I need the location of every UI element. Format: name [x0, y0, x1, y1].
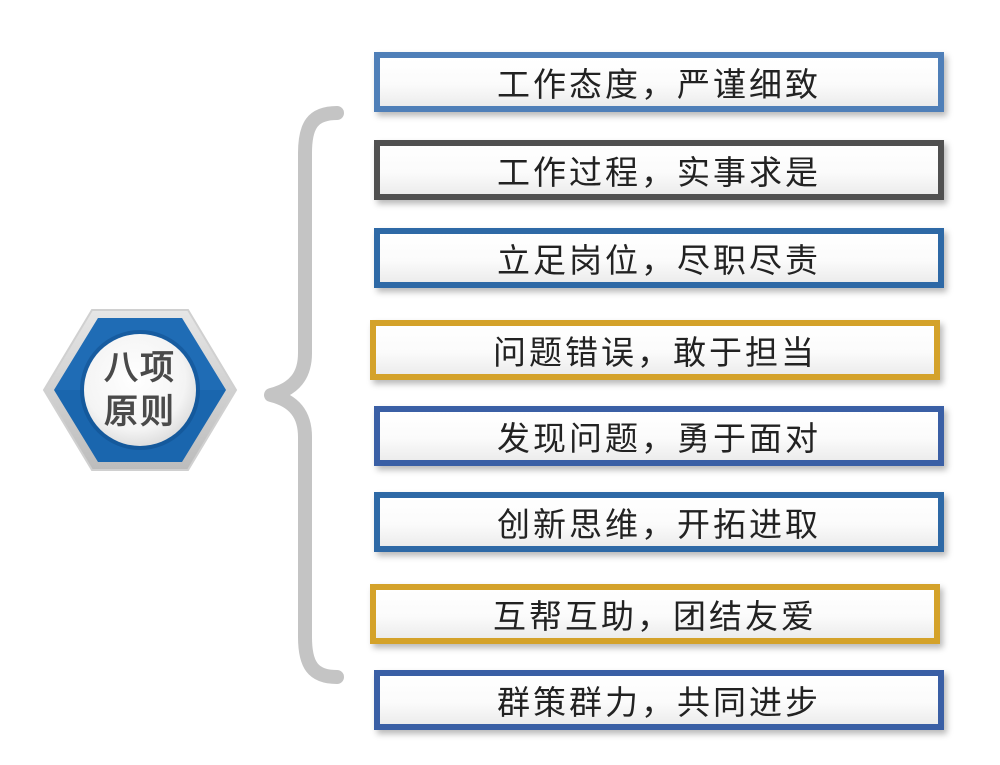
- center-hub: 八项 原则: [40, 300, 240, 480]
- hub-title-line1: 八项: [104, 348, 176, 388]
- principle-item-6: 创新思维，开拓进取: [374, 492, 944, 552]
- principle-label: 工作态度，严谨细致: [497, 65, 821, 104]
- principle-label: 互帮互助，团结友爱: [493, 597, 817, 636]
- principle-item-3: 立足岗位，尽职尽责: [374, 228, 944, 288]
- curly-brace-icon: [264, 106, 344, 684]
- principle-item-8: 群策群力，共同进步: [374, 670, 944, 730]
- principle-item-1: 工作态度，严谨细致: [374, 52, 944, 112]
- hexagon-badge-icon: [42, 309, 238, 471]
- principle-item-2: 工作过程，实事求是: [374, 140, 944, 200]
- principle-label: 立足岗位，尽职尽责: [497, 241, 821, 280]
- hub-title-line2: 原则: [104, 392, 176, 432]
- principle-item-7: 互帮互助，团结友爱: [370, 584, 940, 644]
- principle-item-4: 问题错误，敢于担当: [370, 320, 940, 380]
- principle-label: 问题错误，敢于担当: [493, 333, 817, 372]
- principle-label: 工作过程，实事求是: [497, 153, 821, 192]
- principle-item-5: 发现问题，勇于面对: [374, 406, 944, 466]
- principle-label: 创新思维，开拓进取: [497, 505, 821, 544]
- principle-label: 发现问题，勇于面对: [497, 419, 821, 458]
- principle-label: 群策群力，共同进步: [497, 683, 821, 722]
